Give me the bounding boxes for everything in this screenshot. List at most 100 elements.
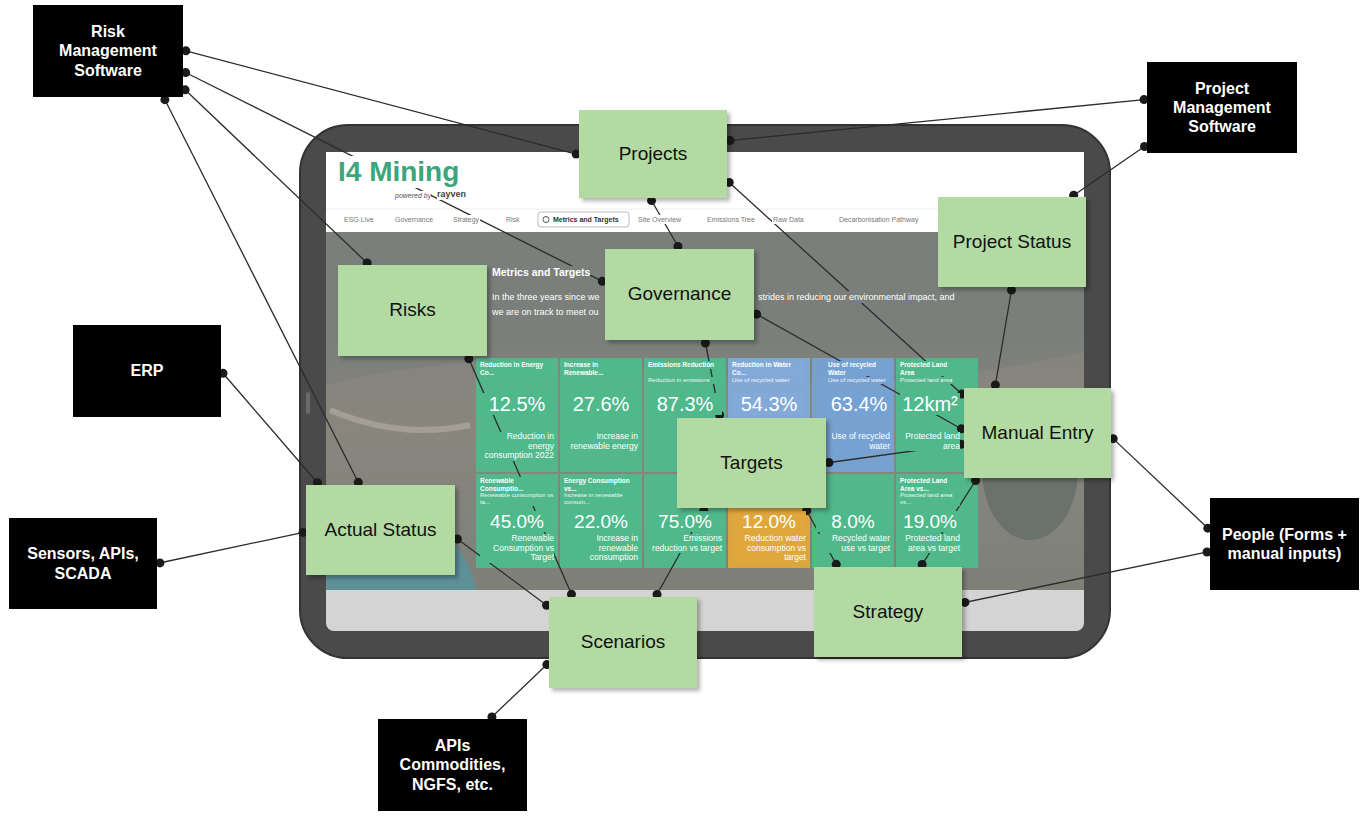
- dashboard-text: Emissions Reduction: [648, 361, 722, 369]
- source-box: APIs Commodities, NGFS, etc.: [378, 719, 527, 811]
- dashboard-text: 8.0%: [816, 511, 890, 532]
- connector: [155, 528, 307, 567]
- node-label: Risks: [389, 299, 435, 322]
- dashboard-text: strides in reducing our environmental im…: [758, 291, 955, 303]
- dashboard-text: we are on track to meet ou: [492, 306, 599, 318]
- connector-line: [805, 508, 838, 567]
- connector-line: [921, 478, 978, 567]
- dashboard-text: Use of recycled Water: [828, 361, 890, 376]
- connector: [960, 547, 1211, 606]
- node-label: Governance: [628, 283, 732, 306]
- connector: [181, 68, 607, 286]
- dashboard-text: Reduction in emissions: [648, 377, 722, 384]
- node-label: APIs Commodities, NGFS, etc.: [396, 736, 509, 794]
- data-box: Project Status: [938, 197, 1086, 287]
- dashboard-text: Protected Land Area vs...: [900, 477, 960, 492]
- dashboard-text: Reduction water consumption vs target: [732, 534, 806, 563]
- source-box: Risk Management Software: [33, 5, 183, 97]
- mine-road: [330, 410, 470, 430]
- dashboard-text: Metrics and Targets: [492, 266, 590, 279]
- data-box: Risks: [338, 265, 487, 356]
- data-box: Scenarios: [549, 597, 697, 688]
- dashboard-text: Raw Data: [772, 215, 805, 224]
- connector: [991, 285, 1016, 389]
- dashboard-text: Increase in Renewable...: [564, 361, 638, 376]
- node-label: Project Management Software: [1167, 79, 1277, 137]
- dashboard-text: rayven: [437, 189, 466, 200]
- node-label: ERP: [131, 361, 164, 380]
- dashboard-text: 75.0%: [648, 511, 722, 532]
- dashboard-text: Strategy: [452, 215, 480, 224]
- connector-line: [656, 508, 706, 597]
- connector-line: [157, 532, 306, 564]
- connector: [701, 338, 724, 419]
- node-label: Actual Status: [325, 519, 437, 542]
- node-label: Targets: [720, 452, 782, 475]
- dashboard-text: Increase in renewable consum...: [564, 492, 638, 506]
- connector: [647, 196, 682, 251]
- dashboard-text: Protected Land Area: [900, 361, 960, 376]
- connector: [725, 178, 967, 399]
- connector: [160, 95, 362, 487]
- connector-line: [995, 287, 1012, 388]
- connector-line: [727, 99, 1147, 140]
- dashboard-text: 22.0%: [564, 511, 638, 532]
- data-box: Manual Entry: [964, 388, 1111, 478]
- dashboard-text: Governance: [394, 215, 434, 224]
- dashboard-text: Recycled water use vs target: [816, 534, 890, 553]
- dashboard-text: Protected land area: [900, 432, 960, 451]
- metric-tile: [476, 474, 558, 568]
- node-label: Sensors, APIs, SCADA: [21, 544, 145, 582]
- dashboard-text: powered by: [395, 191, 431, 200]
- source-box: Project Management Software: [1147, 62, 1297, 153]
- connector-line: [826, 444, 964, 463]
- dashboard-text: Reduction in Water Co...: [732, 361, 806, 376]
- connector: [653, 506, 709, 599]
- dashboard-text: Use of recycled water: [828, 432, 890, 451]
- node-label: People (Forms + manual inputs): [1215, 525, 1354, 563]
- connector-line: [650, 198, 679, 249]
- connector-line: [1111, 437, 1210, 531]
- connector-line: [490, 663, 549, 719]
- metric-tile: [476, 358, 558, 472]
- metric-tiles: [476, 358, 978, 568]
- dashboard-text: Site Overview: [637, 215, 682, 224]
- connector: [824, 440, 965, 467]
- data-box: Projects: [579, 110, 727, 198]
- data-box: Strategy: [814, 567, 962, 657]
- source-box: Sensors, APIs, SCADA: [9, 518, 157, 609]
- connector: [487, 660, 551, 721]
- connector-line: [727, 180, 964, 396]
- dashboard-text: Emissions reduction vs target: [648, 534, 722, 553]
- connector-line: [468, 356, 573, 597]
- node-label: Projects: [619, 143, 688, 166]
- connector: [218, 369, 321, 487]
- node-label: Manual Entry: [982, 422, 1094, 445]
- tablet-button: [306, 392, 310, 414]
- connector: [918, 476, 980, 569]
- dashboard-text: 54.3%: [732, 393, 806, 415]
- dashboard-text: Renewable Consumptio...: [480, 477, 554, 492]
- dashboard-text: Use of recycled water: [828, 377, 890, 384]
- metric-tile: [560, 474, 642, 568]
- source-box: ERP: [73, 325, 221, 417]
- connector-line: [164, 97, 360, 485]
- data-box: Governance: [605, 249, 754, 340]
- dashboard-text: Reduction in Energy Co...: [480, 361, 554, 376]
- dashboard-text: Use of recycled water: [732, 377, 806, 384]
- connector-line: [705, 340, 720, 418]
- dashboard-text: 87.3%: [648, 393, 722, 415]
- dashboard-text: 27.6%: [564, 393, 638, 415]
- dashboard-text: 12.5%: [480, 393, 554, 415]
- dashboard-text: Increase in renewable consumption: [564, 534, 638, 563]
- dashboard-text: Increase in renewable energy: [564, 432, 638, 451]
- connector: [181, 46, 580, 158]
- metric-tile: [896, 474, 978, 568]
- connector: [802, 506, 841, 569]
- dashboard-text: I4 Mining: [338, 156, 459, 188]
- dashboard-text: Risk: [505, 215, 521, 224]
- connector: [453, 534, 551, 609]
- connector: [725, 95, 1148, 145]
- dashboard-text: Renewable consumption vs ta...: [480, 492, 554, 506]
- connector-line: [183, 88, 369, 265]
